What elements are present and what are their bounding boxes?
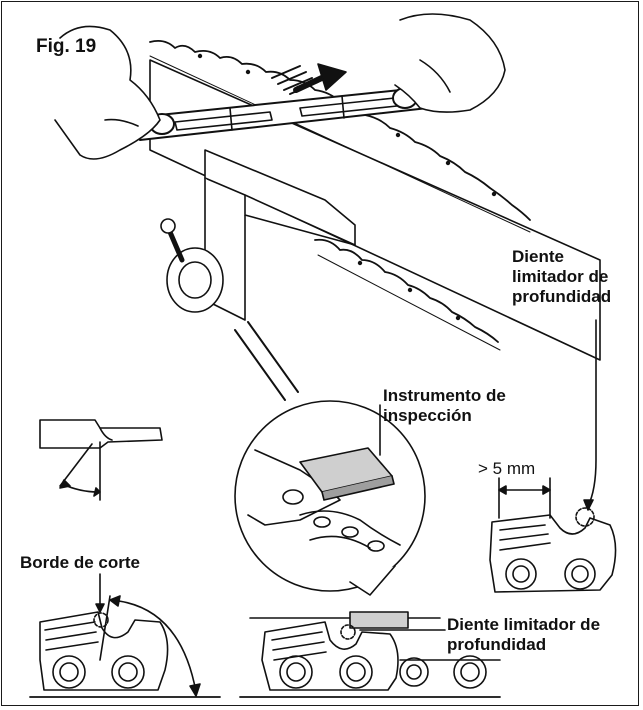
depth-gauge-label-top-line2: limitador de [512,267,609,286]
depth-gauge-label-bottom: Diente limitador de profundidad [447,615,600,655]
figure-label: Fig. 19 [36,36,97,57]
push-direction-arrow [271,63,347,95]
cutting-edge-tooth [29,573,221,698]
inspection-tool-label-line2: inspección [383,406,472,425]
inspection-magnifier [234,400,426,596]
cutter-angle-detail [39,419,163,501]
inspection-tool-label: Instrumento de inspección [383,386,506,426]
depth-gauge-label-bottom-line2: profundidad [447,635,547,654]
measurement-label: > 5 mm [478,459,536,478]
inspection-tool-label-line1: Instrumento de [383,386,506,405]
guide-bar-scene [54,13,601,401]
depth-gauge-label-top: Diente limitador de profundidad [512,247,611,307]
cutting-edge-label: Borde de corte [20,553,140,572]
depth-gauge-label-bottom-line1: Diente limitador de [447,615,601,634]
chain-section-with-gauge [239,611,501,698]
depth-gauge-label-top-line3: profundidad [512,287,612,306]
depth-gauge-tooth [489,319,617,593]
depth-gauge-label-top-line1: Diente [512,247,564,266]
